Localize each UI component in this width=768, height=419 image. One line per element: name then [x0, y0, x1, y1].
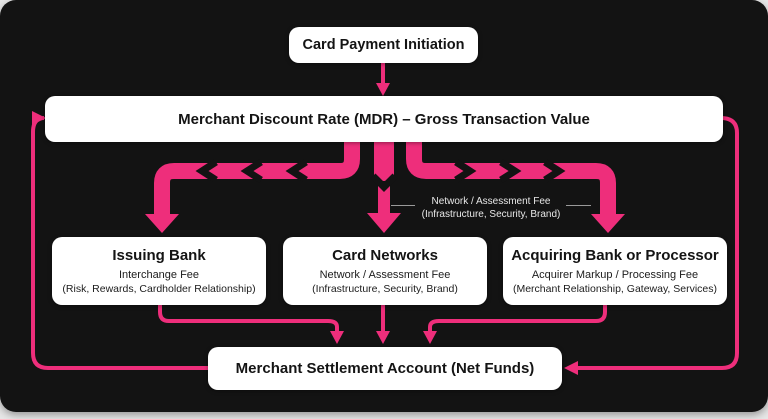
node-title: Acquiring Bank or Processor	[511, 246, 719, 264]
node-fee-detail: (Infrastructure, Security, Brand)	[312, 282, 458, 295]
node-title: Card Networks	[332, 246, 438, 264]
arrow-networks-to-settlement	[376, 304, 390, 344]
node-title: Merchant Discount Rate (MDR) – Gross Tra…	[178, 110, 590, 128]
node-fee-detail: (Risk, Rewards, Cardholder Relationship)	[62, 282, 256, 295]
node-merchant-discount-rate: Merchant Discount Rate (MDR) – Gross Tra…	[45, 96, 723, 142]
node-card-networks: Card Networks Network / Assessment Fee (…	[283, 237, 487, 305]
annotation-line1: Network / Assessment Fee	[431, 196, 551, 207]
arrow-mdr-to-issuing	[145, 138, 360, 233]
arrow-issuing-to-settlement	[158, 304, 344, 344]
node-merchant-settlement-account: Merchant Settlement Account (Net Funds)	[208, 347, 562, 390]
arrow-mdr-to-networks	[367, 138, 401, 233]
annotation-connector-left	[391, 205, 415, 206]
node-title: Merchant Settlement Account (Net Funds)	[235, 360, 535, 377]
node-fee: Network / Assessment Fee	[319, 268, 451, 281]
node-card-payment-initiation: Card Payment Initiation	[289, 27, 478, 63]
node-fee: Acquirer Markup / Processing Fee	[531, 268, 699, 281]
arrow-mdr-to-settlement-loop	[564, 116, 739, 375]
network-fee-annotation: Network / Assessment Fee (Infrastructure…	[405, 196, 577, 221]
node-title: Issuing Bank	[112, 246, 206, 264]
arrow-initiation-to-mdr	[376, 62, 390, 96]
annotation-connector-right	[566, 205, 591, 206]
arrow-acquiring-to-settlement	[423, 304, 607, 344]
annotation-line2: (Infrastructure, Security, Brand)	[421, 208, 561, 220]
node-acquiring-bank: Acquiring Bank or Processor Acquirer Mar…	[503, 237, 727, 305]
arrow-mdr-to-acquiring	[406, 138, 625, 233]
arrow-settlement-to-mdr-loop	[31, 111, 208, 370]
node-issuing-bank: Issuing Bank Interchange Fee (Risk, Rewa…	[52, 237, 266, 305]
node-fee-detail: (Merchant Relationship, Gateway, Service…	[512, 282, 718, 295]
node-title: Card Payment Initiation	[302, 37, 465, 53]
node-fee: Interchange Fee	[118, 268, 200, 281]
